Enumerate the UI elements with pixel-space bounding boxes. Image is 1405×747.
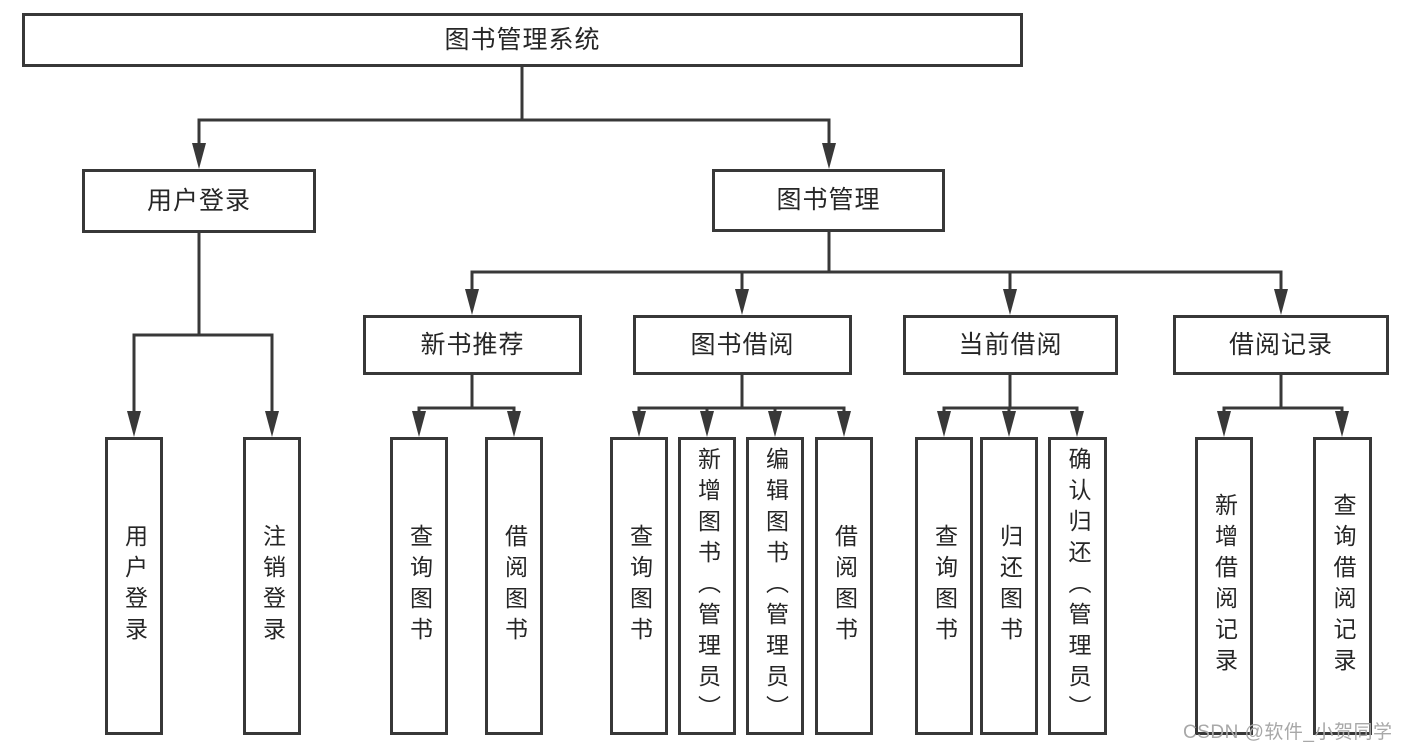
leaf-current-query-books: 查询图书 xyxy=(915,437,973,735)
node-current-borrow: 当前借阅 xyxy=(903,315,1118,375)
leaf-newbook-borrow-books: 借阅图书 xyxy=(485,437,543,735)
node-user-login: 用户登录 xyxy=(82,169,316,233)
node-label: 图书借阅 xyxy=(690,330,795,359)
csdn-watermark: CSDN @软件_小贺同学 xyxy=(1183,722,1393,743)
node-root: 图书管理系统 xyxy=(22,13,1023,67)
node-new-book-recommend: 新书推荐 xyxy=(363,315,582,375)
leaf-label: 借阅图书 xyxy=(831,524,858,648)
leaf-label: 确认归还（管理员） xyxy=(1065,446,1091,726)
leaf-current-confirm-return-admin: 确认归还（管理员） xyxy=(1048,437,1107,735)
leaf-label: 新增图书（管理员） xyxy=(694,446,721,726)
leaf-label: 查询图书 xyxy=(406,524,433,648)
node-label: 当前借阅 xyxy=(958,330,1063,359)
leaf-label: 归还图书 xyxy=(996,524,1023,648)
node-label: 新书推荐 xyxy=(420,330,525,359)
leaf-label: 编辑图书（管理员） xyxy=(762,446,789,726)
leaf-borrow-add-books-admin: 新增图书（管理员） xyxy=(678,437,736,735)
leaf-borrow-edit-books-admin: 编辑图书（管理员） xyxy=(746,437,804,735)
leaf-label: 查询图书 xyxy=(931,524,958,648)
leaf-label: 注销登录 xyxy=(259,524,286,648)
node-label: 借阅记录 xyxy=(1228,330,1333,359)
leaf-label: 查询图书 xyxy=(626,524,653,648)
leaf-borrow-borrow-books: 借阅图书 xyxy=(815,437,873,735)
leaf-label: 借阅图书 xyxy=(501,524,528,648)
leaf-newbook-query-books: 查询图书 xyxy=(390,437,448,735)
leaf-logout: 注销登录 xyxy=(243,437,301,735)
leaf-borrow-query-books: 查询图书 xyxy=(610,437,668,735)
leaf-label: 用户登录 xyxy=(121,524,148,648)
leaf-label: 查询借阅记录 xyxy=(1330,493,1356,679)
node-label: 图书管理系统 xyxy=(444,25,601,54)
node-book-borrow: 图书借阅 xyxy=(633,315,852,375)
leaf-records-query-record: 查询借阅记录 xyxy=(1313,437,1372,735)
node-borrow-records: 借阅记录 xyxy=(1173,315,1389,375)
node-label: 图书管理 xyxy=(776,186,881,214)
leaf-user-login: 用户登录 xyxy=(105,437,163,735)
leaf-records-add-record: 新增借阅记录 xyxy=(1195,437,1253,735)
leaf-current-return-books: 归还图书 xyxy=(980,437,1038,735)
node-label: 用户登录 xyxy=(146,186,251,215)
leaf-label: 新增借阅记录 xyxy=(1211,493,1238,679)
node-book-management: 图书管理 xyxy=(712,169,945,232)
